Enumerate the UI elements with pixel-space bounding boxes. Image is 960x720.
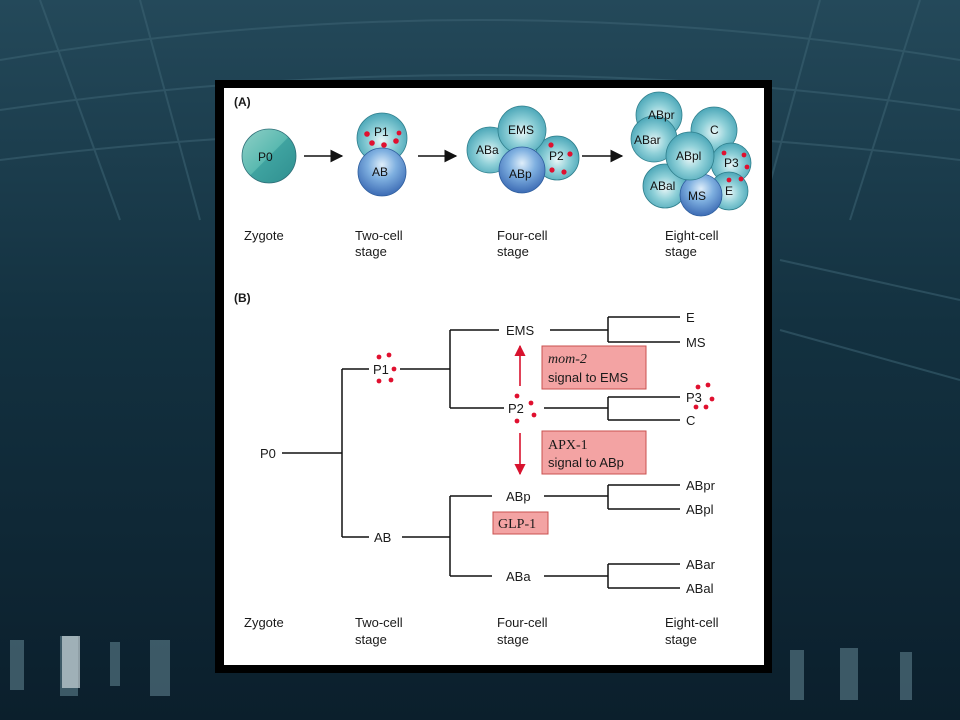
stage-caption-four-cell: Four-cell <box>497 228 548 243</box>
node-abar: ABar <box>686 557 716 572</box>
node-ems: EMS <box>506 323 535 338</box>
cell-label-abp: ABp <box>509 167 532 181</box>
node-abpr: ABpr <box>686 478 716 493</box>
b-stage-caption-eight-cell: Eight-cell <box>665 615 719 630</box>
node-p1: P1 <box>373 362 389 377</box>
apx1-signal-text: signal to ABp <box>548 455 624 470</box>
stage-caption-four-cell-stage: stage <box>497 244 529 259</box>
apx1-signal-box: APX-1 signal to ABp <box>541 430 647 475</box>
b-stage-caption-two-cell-stage: stage <box>355 632 387 647</box>
node-p0: P0 <box>260 446 276 461</box>
cell-label-p0: P0 <box>258 150 273 164</box>
zygote-cell: P0 <box>241 128 297 184</box>
eight-cell-embryo: ABpr C ABar ABpl P3 ABal MS E <box>630 91 752 217</box>
node-abpl: ABpl <box>686 502 714 517</box>
p-granules <box>364 130 402 148</box>
cell-label-aba: ABa <box>476 143 499 157</box>
node-ab: AB <box>374 530 391 545</box>
stage-caption-zygote: Zygote <box>244 228 284 243</box>
cell-label-abpr: ABpr <box>648 108 675 122</box>
node-p2: P2 <box>508 401 524 416</box>
glp1-box: GLP-1 <box>492 511 549 535</box>
mom2-gene-label: mom-2 <box>548 352 587 367</box>
b-stage-caption-four-cell-stage: stage <box>497 632 529 647</box>
stage-caption-two-cell: Two-cell <box>355 228 403 243</box>
stage-caption-eight-cell-stage: stage <box>665 244 697 259</box>
cell-label-abal: ABal <box>650 179 675 193</box>
node-aba: ABa <box>506 569 531 584</box>
cell-label-p1: P1 <box>374 125 389 139</box>
cell-label-p2: P2 <box>549 149 564 163</box>
cell-label-c: C <box>710 123 719 137</box>
two-cell-embryo: P1 AB <box>356 112 408 197</box>
mom2-signal-box: mom-2 signal to EMS <box>541 345 647 390</box>
b-stage-caption-four-cell: Four-cell <box>497 615 548 630</box>
p-granules <box>548 142 573 175</box>
embryo-figure: (A) P0 P1 AB EMS ABa P2 ABp <box>224 88 764 665</box>
apx1-gene-label: APX-1 <box>548 438 588 453</box>
b-stage-caption-zygote: Zygote <box>244 615 284 630</box>
p-granules <box>721 150 750 183</box>
b-stage-caption-eight-cell-stage: stage <box>665 632 697 647</box>
four-cell-embryo: EMS ABa P2 ABp <box>466 105 580 194</box>
lineage-tree <box>282 316 680 589</box>
node-e: E <box>686 310 695 325</box>
node-p3: P3 <box>686 390 702 405</box>
stage-caption-two-cell-stage: stage <box>355 244 387 259</box>
cell-label-p3: P3 <box>724 156 739 170</box>
cell-label-abpl: ABpl <box>676 149 701 163</box>
cell-label-abar: ABar <box>634 133 661 147</box>
node-c: C <box>686 413 695 428</box>
node-abp: ABp <box>506 489 531 504</box>
panel-a-label: (A) <box>234 95 251 109</box>
node-abal: ABal <box>686 581 714 596</box>
cell-label-e: E <box>725 184 733 198</box>
cell-label-ab: AB <box>372 165 388 179</box>
stage-caption-eight-cell: Eight-cell <box>665 228 719 243</box>
cell-label-ms: MS <box>688 189 706 203</box>
b-stage-caption-two-cell: Two-cell <box>355 615 403 630</box>
cell-label-ems: EMS <box>508 123 534 137</box>
glp1-label: GLP-1 <box>498 517 536 532</box>
panel-b-label: (B) <box>234 291 251 305</box>
node-ms: MS <box>686 335 706 350</box>
p-granules <box>376 352 715 424</box>
mom2-signal-text: signal to EMS <box>548 370 629 385</box>
